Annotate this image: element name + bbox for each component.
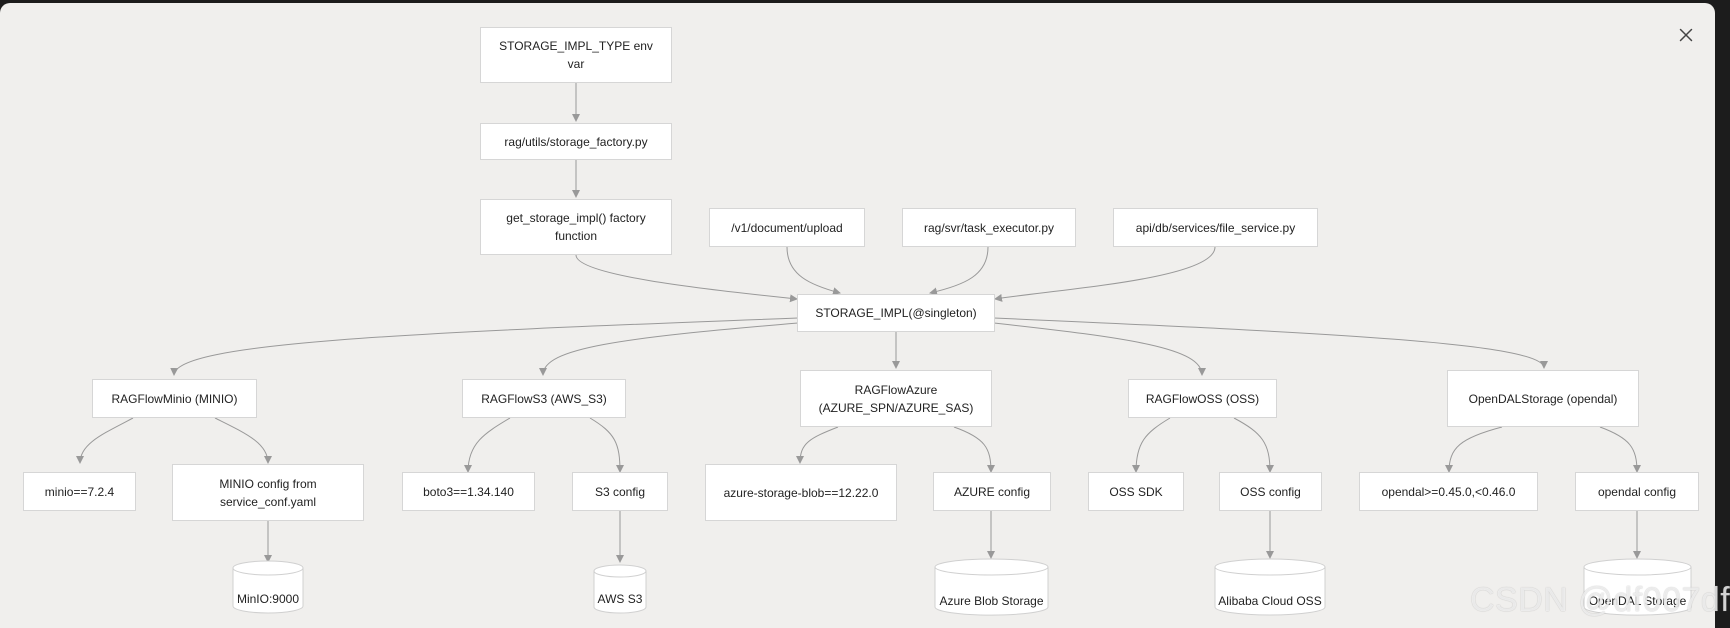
cylinder-icon — [593, 564, 647, 614]
node-opendal-storage: OpenDALStorage (opendal) — [1447, 370, 1639, 427]
node-storage-impl: STORAGE_IMPL(@singleton) — [797, 294, 995, 332]
cylinder-icon — [232, 560, 304, 614]
edge-storage-opendal — [993, 317, 1548, 369]
database-label: AWS S3 — [597, 592, 643, 606]
node-boto3: boto3==1.34.140 — [402, 472, 535, 511]
edge-layer — [76, 83, 1641, 563]
edge-upload-storage — [786, 246, 841, 296]
node-azure-config: AZURE config — [933, 472, 1051, 511]
database-label: Alibaba Cloud OSS — [1218, 594, 1322, 608]
node-ragflow-minio: RAGFlowMinio (MINIO) — [92, 379, 257, 418]
edge-opendal-pkg — [1445, 426, 1503, 473]
edge-minio-cfg — [214, 417, 272, 464]
edge-taskexec-storage — [929, 246, 989, 296]
node-ragflow-oss: RAGFlowOSS (OSS) — [1128, 379, 1277, 418]
diagram-window: STORAGE_IMPL_TYPE env var rag/utils/stor… — [0, 3, 1730, 628]
edge-getimpl-storage — [575, 254, 798, 303]
node-task-executor: rag/svr/task_executor.py — [902, 208, 1076, 247]
database-aws-s3: AWS S3 — [593, 564, 647, 614]
edge-azure-cfg — [953, 426, 995, 473]
node-ragflow-azure: RAGFlowAzure (AZURE_SPN/AZURE_SAS) — [800, 370, 992, 427]
edge-minio-pkg — [76, 417, 134, 464]
edge-azure-blob — [796, 426, 839, 464]
edge-s3-boto3 — [464, 417, 511, 473]
database-alibaba-oss: Alibaba Cloud OSS — [1214, 558, 1326, 616]
cylinder-icon — [1583, 558, 1692, 616]
diagram-canvas: STORAGE_IMPL_TYPE env var rag/utils/stor… — [0, 3, 1715, 628]
node-oss-sdk: OSS SDK — [1088, 472, 1184, 511]
edge-storage-oss — [993, 322, 1206, 376]
database-label: OpenDAL Storage — [1588, 594, 1687, 608]
cylinder-icon — [1214, 558, 1326, 616]
edge-oss-cfg — [1233, 417, 1274, 473]
node-upload-endpoint: /v1/document/upload — [709, 208, 865, 247]
node-minio-package: minio==7.2.4 — [23, 472, 136, 511]
edge-opendal-cfg — [1599, 426, 1641, 473]
database-azure-blob: Azure Blob Storage — [934, 558, 1049, 616]
node-storage-factory-py: rag/utils/storage_factory.py — [480, 123, 672, 160]
node-env-var: STORAGE_IMPL_TYPE env var — [480, 27, 672, 83]
database-minio: MinIO:9000 — [232, 560, 304, 614]
node-azure-storage-blob: azure-storage-blob==12.22.0 — [705, 464, 897, 521]
database-opendal: OpenDAL Storage — [1583, 558, 1692, 616]
node-file-service: api/db/services/file_service.py — [1113, 208, 1318, 247]
edge-oss-sdk — [1132, 417, 1171, 473]
node-s3-config: S3 config — [572, 472, 668, 511]
cylinder-icon — [934, 558, 1049, 616]
node-minio-config: MINIO config from service_conf.yaml — [172, 464, 364, 521]
database-label: MinIO:9000 — [236, 592, 300, 606]
database-label: Azure Blob Storage — [939, 594, 1044, 608]
edge-fileservice-storage — [994, 246, 1216, 302]
edge-storage-minio — [170, 317, 799, 376]
close-button[interactable] — [1674, 23, 1698, 47]
node-ragflow-s3: RAGFlowS3 (AWS_S3) — [462, 379, 626, 418]
node-opendal-package: opendal>=0.45.0,<0.46.0 — [1359, 472, 1538, 511]
node-opendal-config: opendal config — [1575, 472, 1699, 511]
close-icon — [1679, 28, 1693, 42]
edge-s3-cfg — [589, 417, 624, 473]
node-oss-config: OSS config — [1219, 472, 1322, 511]
edge-storage-s3 — [539, 322, 799, 376]
node-get-storage-impl: get_storage_impl() factory function — [480, 199, 672, 255]
